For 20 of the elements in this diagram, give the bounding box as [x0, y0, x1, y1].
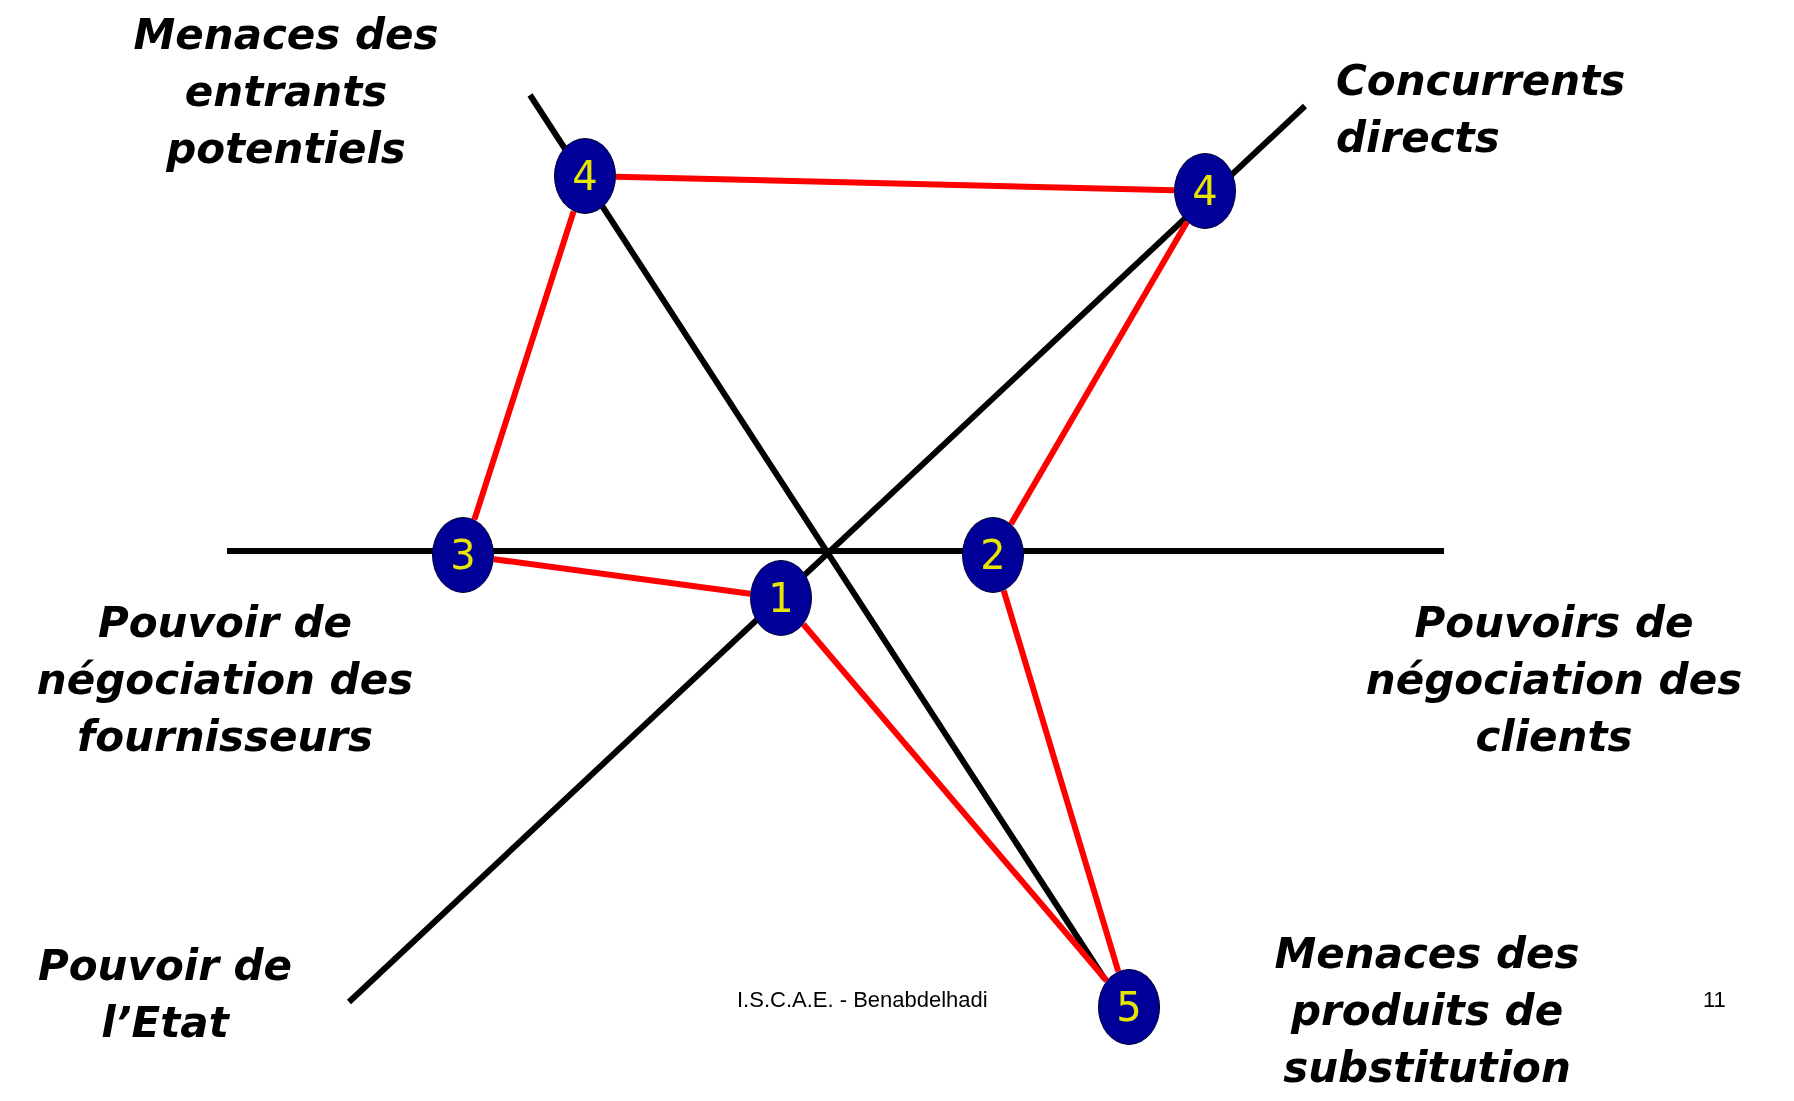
score-circle: 4 [554, 138, 616, 214]
connector-line [615, 173, 1175, 194]
score-circle: 1 [750, 560, 812, 636]
force-label: Pouvoir de l’Etat [36, 940, 294, 1049]
force-label: Menaces des produits de substitution [1273, 928, 1581, 1094]
connector-line [801, 622, 1109, 983]
force-label: Concurrents directs [1336, 55, 1627, 164]
footer-text: I.S.C.A.E. - Benabdelhadi [737, 987, 988, 1013]
connector-line [471, 210, 577, 521]
connector-line [1008, 220, 1190, 526]
force-label: Pouvoir de négociation des fournisseurs [35, 597, 415, 763]
score-circle: 3 [432, 517, 494, 593]
page-number: 11 [1703, 987, 1726, 1013]
force-label: Pouvoirs de négociation des clients [1364, 597, 1744, 763]
score-circle: 4 [1174, 153, 1236, 229]
force-label: Menaces des entrants potentiels [132, 9, 440, 175]
connector-line [493, 556, 751, 597]
connector-line [1000, 589, 1122, 973]
score-circle: 2 [962, 517, 1024, 593]
score-circle: 5 [1098, 969, 1160, 1045]
